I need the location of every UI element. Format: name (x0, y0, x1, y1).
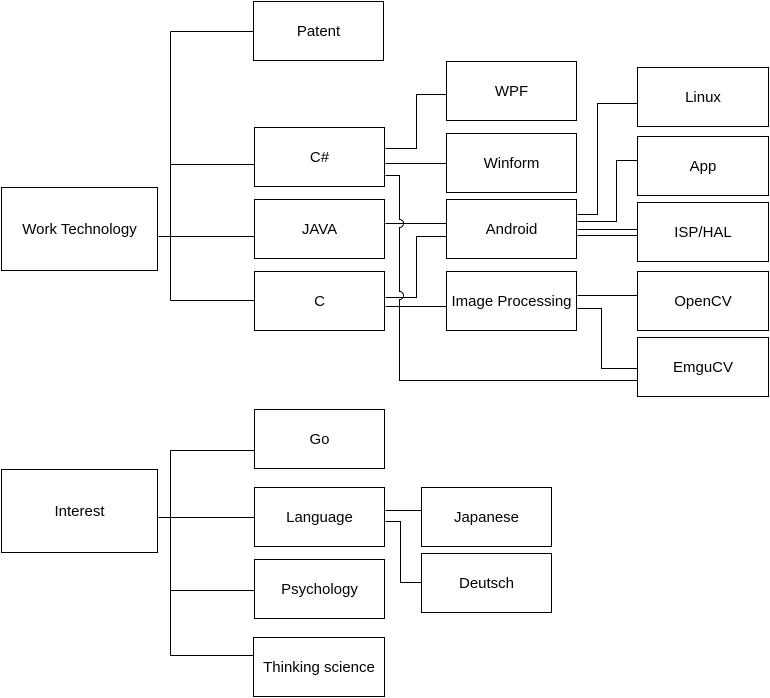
node-wpf: WPF (446, 61, 577, 121)
node-deutsch: Deutsch (421, 553, 552, 613)
node-winform: Winform (446, 133, 577, 193)
node-java: JAVA (254, 199, 385, 259)
connector-interest-trunk (158, 450, 171, 656)
node-go: Go (254, 409, 385, 469)
node-psychology: Psychology (254, 559, 385, 619)
node-android: Android (446, 199, 577, 259)
node-thinking-science: Thinking science (253, 637, 385, 697)
node-csharp: C# (254, 127, 385, 187)
node-language: Language (254, 487, 385, 547)
connector-android-app (577, 160, 638, 222)
node-patent: Patent (253, 1, 384, 61)
connector-csharp-emgucv (385, 175, 638, 381)
node-image-processing: Image Processing (446, 271, 577, 331)
connector-imageproc-emgucv (577, 308, 638, 369)
connector-android-linux (577, 103, 638, 215)
connector-worktech-trunk (158, 31, 171, 301)
node-opencv: OpenCV (637, 271, 769, 331)
connector-c-android (385, 236, 447, 298)
node-linux: Linux (637, 67, 769, 127)
node-interest: Interest (1, 469, 158, 553)
connector-to-csharp (170, 157, 255, 165)
node-app: App (637, 136, 769, 196)
node-work-technology: Work Technology (1, 187, 158, 271)
node-emgucv: EmguCV (637, 337, 769, 397)
node-c: C (254, 271, 385, 331)
node-isp-hal: ISP/HAL (637, 202, 769, 262)
connector-language-deutsch (385, 521, 422, 583)
node-japanese: Japanese (421, 487, 552, 547)
connector-csharp-wpf (385, 94, 447, 149)
connector-to-go (170, 450, 255, 467)
